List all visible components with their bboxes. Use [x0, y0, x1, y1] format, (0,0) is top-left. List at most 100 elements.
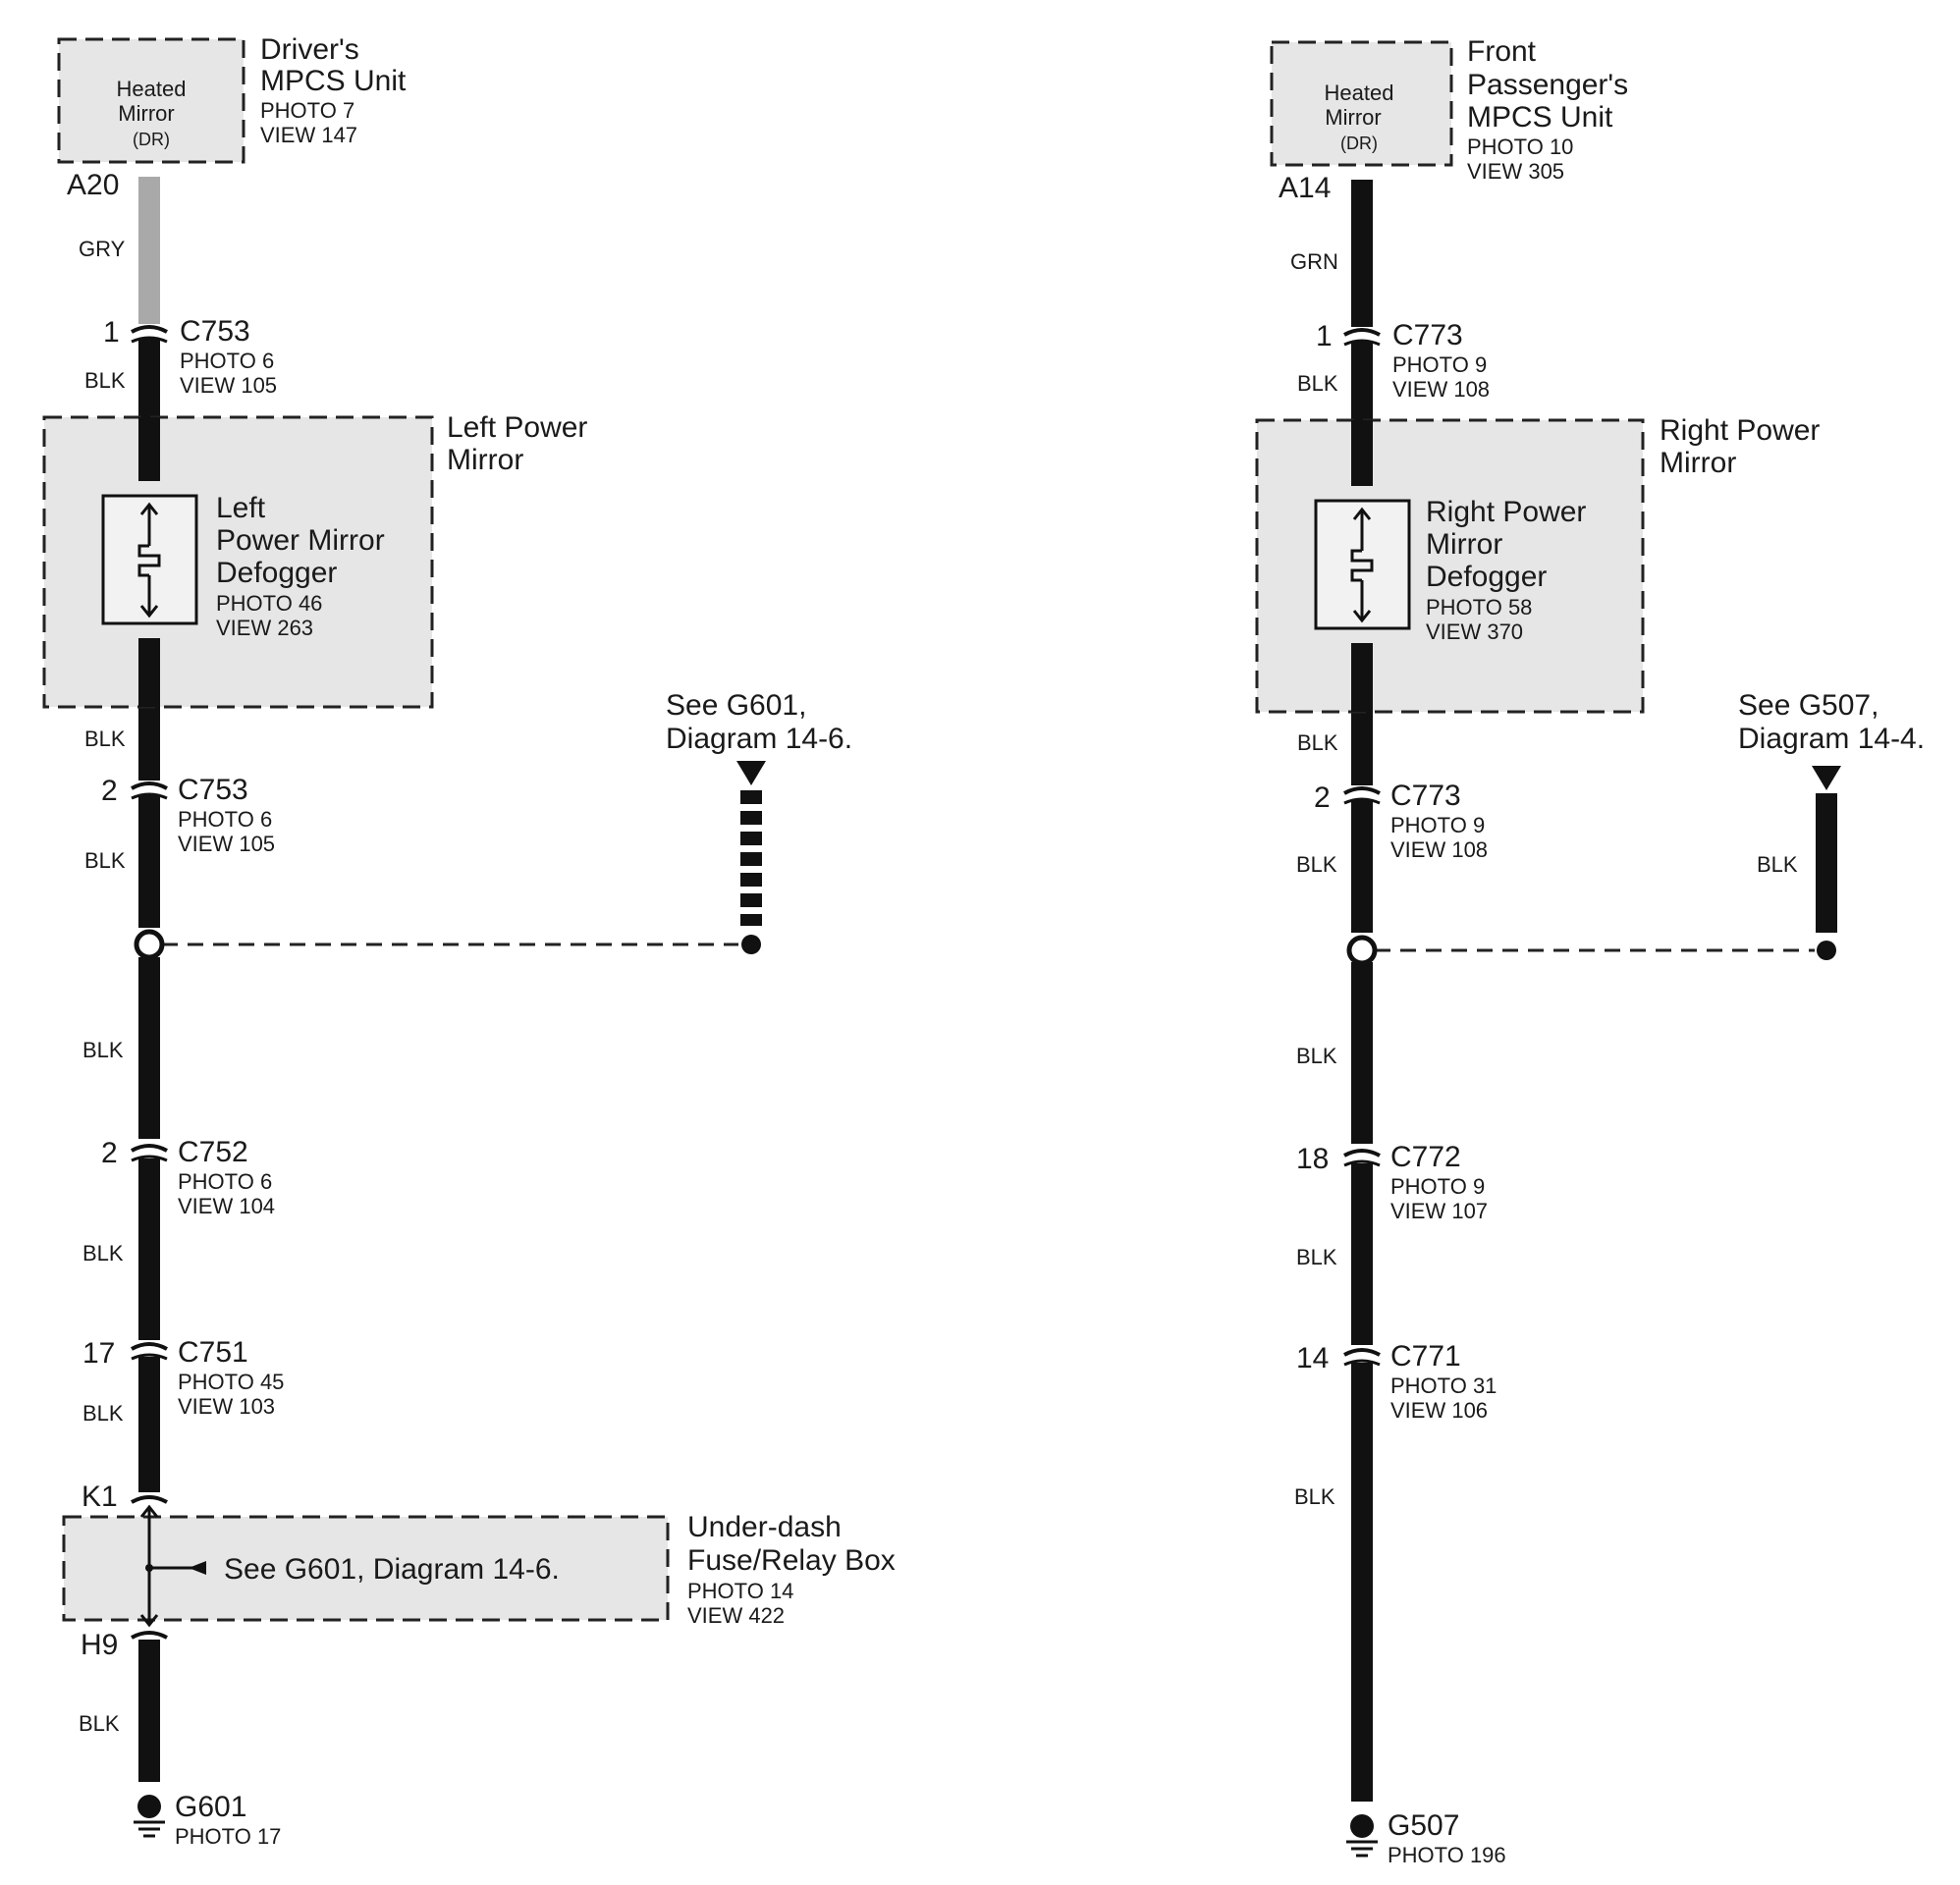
left-ref-dashed-wire	[740, 790, 762, 926]
wire-color-blk-7: BLK	[79, 1711, 120, 1736]
c753-bottom-pin: 2	[101, 775, 118, 807]
wire-color-ref-r: BLK	[1757, 852, 1798, 877]
connector-k1-mark	[131, 1495, 168, 1504]
right-splice-point	[1346, 935, 1378, 966]
connector-c753-bottom-mark	[131, 781, 168, 790]
ground-g507-icon	[1346, 1814, 1378, 1858]
right-ref-arrow-icon	[1812, 766, 1841, 790]
ground-g601-icon	[134, 1795, 165, 1838]
fuse-box-inner-text: See G601, Diagram 14-6.	[224, 1553, 560, 1586]
left-ref-arrow-icon	[736, 761, 766, 785]
left-see-ref-line-2: Diagram 14-6.	[666, 723, 852, 755]
c771-pin: 14	[1296, 1342, 1329, 1374]
fuse-box-label-1: Under-dash	[687, 1511, 842, 1543]
c753-top-photo: PHOTO 6	[180, 349, 274, 373]
c751-photo: PHOTO 45	[178, 1370, 284, 1394]
right-defogger-view: VIEW 370	[1426, 619, 1523, 644]
connector-c771-mark	[1343, 1348, 1381, 1357]
unit-photo-r: PHOTO 10	[1467, 135, 1573, 159]
c773-bottom-photo: PHOTO 9	[1390, 813, 1485, 837]
ground-g601-name: G601	[175, 1791, 246, 1823]
left-see-ref-line-1: See G601,	[666, 689, 806, 722]
wire-color-blk-6-r: BLK	[1294, 1484, 1335, 1509]
c751-pin: 17	[82, 1337, 115, 1370]
right-defogger-line-1: Right Power	[1426, 496, 1586, 528]
unit-inner-line-2-r: Mirror	[1325, 105, 1381, 130]
c772-view: VIEW 107	[1390, 1199, 1488, 1223]
unit-view: VIEW 147	[260, 123, 357, 147]
unit-label-line-3-r: MPCS Unit	[1467, 101, 1613, 134]
right-mirror-label-2: Mirror	[1660, 447, 1736, 479]
right-ref-endpoint	[1817, 941, 1836, 960]
left-defogger-line-2: Power Mirror	[216, 524, 385, 557]
right-defogger-line-3: Defogger	[1426, 561, 1547, 593]
c753-top-name: C753	[180, 315, 250, 348]
connector-h9-mark	[131, 1631, 168, 1640]
wire-color-blk-4-r: BLK	[1296, 1044, 1337, 1068]
connector-c752-mark2	[131, 1155, 168, 1162]
passenger-mpcs-unit-box	[1270, 40, 1453, 167]
c752-view: VIEW 104	[178, 1194, 275, 1218]
left-defogger-photo: PHOTO 46	[216, 591, 322, 616]
connector-c753-top-mark2	[131, 336, 168, 344]
connector-c751-mark	[131, 1342, 168, 1351]
c753-top-view: VIEW 105	[180, 373, 277, 398]
wire-color-gry: GRY	[79, 237, 126, 261]
c773-bottom-name: C773	[1390, 780, 1461, 812]
c752-photo: PHOTO 6	[178, 1169, 272, 1194]
unit-inner-line-3: (DR)	[133, 130, 170, 149]
connector-c753-top-mark	[131, 325, 168, 334]
c773-top-photo: PHOTO 9	[1392, 352, 1487, 377]
drivers-mpcs-unit-box	[57, 37, 245, 164]
unit-view-r: VIEW 305	[1467, 159, 1564, 184]
c772-pin: 18	[1296, 1143, 1329, 1175]
wire-color-blk-6: BLK	[82, 1401, 124, 1426]
c772-name: C772	[1390, 1141, 1461, 1173]
left-mirror-label-2: Mirror	[447, 444, 523, 476]
fuse-box-pin-bottom: H9	[81, 1629, 118, 1661]
c752-pin: 2	[101, 1137, 118, 1169]
heater-element-icon-r	[1350, 507, 1374, 623]
unit-label-line-1: Driver's	[260, 33, 359, 66]
wire-color-blk-5-r: BLK	[1296, 1245, 1337, 1269]
unit-pin: A20	[67, 169, 119, 201]
unit-photo: PHOTO 7	[260, 98, 354, 123]
c751-name: C751	[178, 1336, 248, 1369]
unit-inner-line-2: Mirror	[118, 101, 174, 126]
fuse-box-label-2: Fuse/Relay Box	[687, 1544, 896, 1577]
unit-label-line-2: MPCS Unit	[260, 65, 407, 97]
c752-name: C752	[178, 1136, 248, 1168]
wire-color-blk-5: BLK	[82, 1241, 124, 1266]
left-splice-point	[134, 929, 165, 960]
connector-c752-mark	[131, 1144, 168, 1153]
c771-name: C771	[1390, 1340, 1461, 1373]
right-see-ref-line-1: See G507,	[1738, 689, 1878, 722]
connector-c773-top-mark2	[1343, 339, 1381, 347]
fuse-box-internal-wire	[139, 1504, 206, 1628]
c772-photo: PHOTO 9	[1390, 1174, 1485, 1199]
right-defogger-photo: PHOTO 58	[1426, 595, 1532, 619]
c773-bottom-pin: 2	[1314, 781, 1331, 814]
wire-color-blk-2-r: BLK	[1297, 730, 1338, 755]
unit-label-line-1-r: Front	[1467, 35, 1537, 68]
unit-label-line-2-r: Passenger's	[1467, 69, 1628, 101]
unit-pin-r: A14	[1279, 172, 1331, 204]
wire-color-grn: GRN	[1290, 249, 1338, 274]
c753-bottom-name: C753	[178, 774, 248, 806]
c753-bottom-photo: PHOTO 6	[178, 807, 272, 832]
right-mirror-label-1: Right Power	[1660, 414, 1820, 447]
right-see-ref-line-2: Diagram 14-4.	[1738, 723, 1925, 755]
left-circuit: Heated Mirror (DR) Driver's MPCS Unit PH…	[42, 33, 896, 1849]
connector-c773-bottom-mark	[1343, 786, 1381, 795]
c773-top-view: VIEW 108	[1392, 377, 1490, 402]
wire-color-blk-1-r: BLK	[1297, 371, 1338, 396]
left-defogger-line-3: Defogger	[216, 557, 337, 589]
right-circuit: Heated Mirror (DR) Front Passenger's MPC…	[1255, 35, 1925, 1867]
c771-view: VIEW 106	[1390, 1398, 1488, 1423]
connector-c753-bottom-mark2	[131, 792, 168, 800]
c753-bottom-view: VIEW 105	[178, 832, 275, 856]
wire-color-blk-1: BLK	[84, 368, 126, 393]
connector-c771-mark2	[1343, 1359, 1381, 1367]
unit-inner-line-1: Heated	[117, 77, 187, 101]
